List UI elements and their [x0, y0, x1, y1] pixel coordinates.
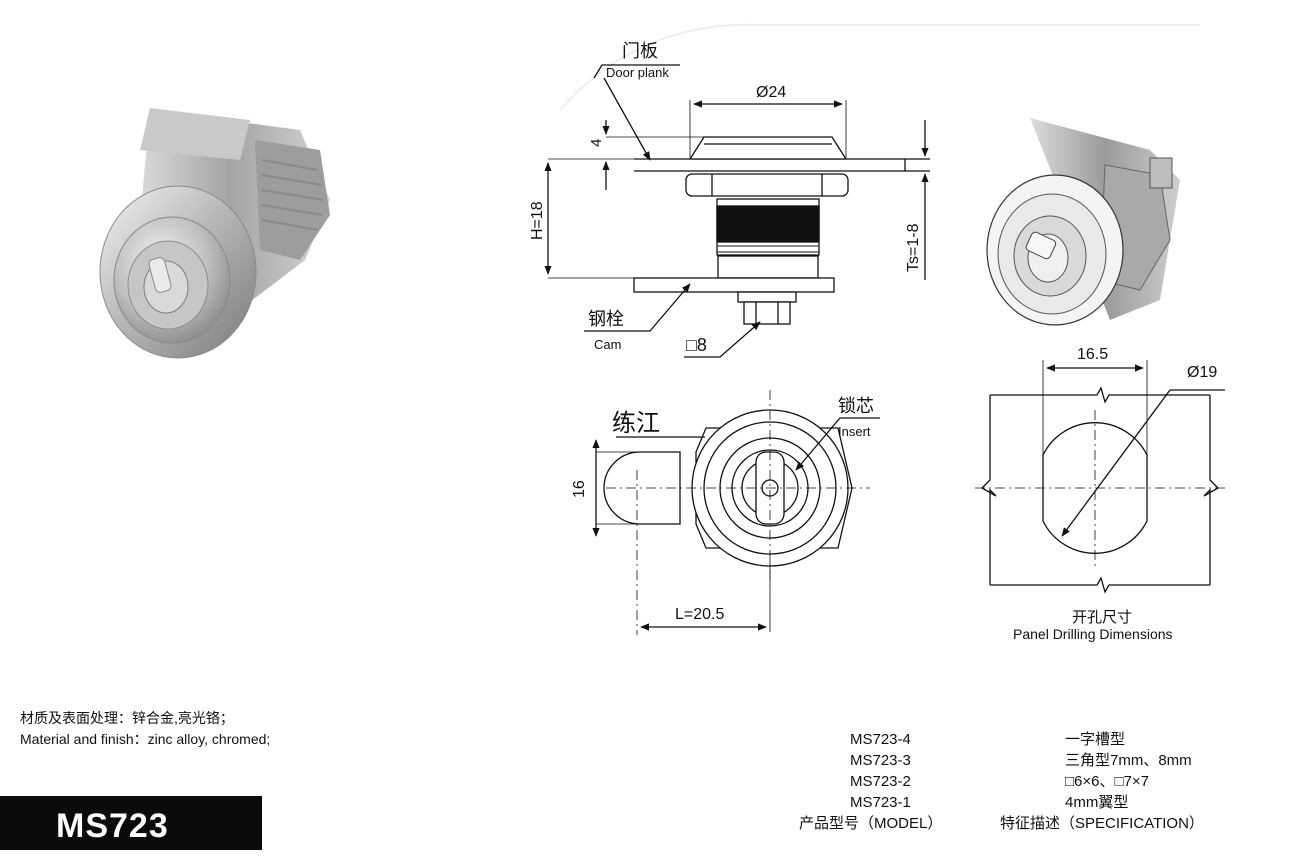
spec-table: MS723-4 一字槽型 MS723-3 三角型7mm、8mm MS723-2 … [790, 729, 1260, 834]
spec-row: MS723-1 4mm翼型 [790, 792, 1260, 813]
spec-header-desc: 特征描述（SPECIFICATION） [1000, 815, 1204, 832]
lock-render-left [99, 108, 330, 359]
diameter-19-label: Ø19 [1187, 364, 1217, 381]
spec-desc-cell: 一字槽型 [1065, 731, 1126, 748]
door-plank-en-label: Door plank [606, 65, 669, 80]
brand-label: 练江 [612, 409, 660, 437]
insert-en-label: Insert [838, 424, 871, 439]
spec-desc-cell: 4mm翼型 [1065, 794, 1129, 811]
spec-row: MS723-2 □6×6、□7×7 [790, 771, 1260, 792]
drilling-en-label: Panel Drilling Dimensions [1013, 626, 1173, 642]
insert-cn-label: 锁芯 [838, 396, 874, 416]
square-8-label: □8 [686, 335, 707, 355]
dim-16-5-label: 16.5 [1077, 346, 1108, 363]
front-view [592, 390, 880, 635]
dim-16-label: 16 [571, 480, 588, 498]
spec-desc-cell: □6×6、□7×7 [1065, 773, 1150, 790]
dim-4-label: 4 [588, 139, 605, 147]
lock-render-right [986, 118, 1180, 326]
material-info: 材质及表面处理：锌合金,亮光铬； Material and finish：zin… [20, 708, 270, 750]
length-label: L=20.5 [675, 606, 724, 623]
spec-row: MS723-4 一字槽型 [790, 729, 1260, 750]
spec-desc-cell: 三角型7mm、8mm [1065, 752, 1192, 769]
door-plank-cn-label: 门板 [622, 41, 658, 61]
model-badge: MS723 [0, 796, 262, 850]
background-arc [559, 23, 1200, 111]
panel-drilling-view [975, 360, 1225, 594]
spec-header-row: 产品型号（MODEL） 特征描述（SPECIFICATION） [790, 813, 1260, 834]
cam-cn-label: 钢栓 [588, 309, 624, 329]
height-label: H=18 [529, 201, 546, 240]
material-en: Material and finish：zinc alloy, chromed; [20, 731, 271, 747]
spec-model-cell: MS723-1 [850, 794, 911, 811]
diameter-24-label: Ø24 [756, 84, 786, 101]
spec-model-cell: MS723-2 [850, 773, 911, 790]
drilling-cn-label: 开孔尺寸 [1072, 609, 1132, 626]
cam-en-label: Cam [594, 337, 621, 352]
spec-model-cell: MS723-4 [850, 731, 911, 748]
material-cn: 材质及表面处理：锌合金,亮光铬； [20, 710, 234, 726]
spec-model-cell: MS723-3 [850, 752, 911, 769]
spec-row: MS723-3 三角型7mm、8mm [790, 750, 1260, 771]
thickness-label: Ts=1-8 [905, 223, 922, 272]
spec-header-model: 产品型号（MODEL） [799, 815, 943, 832]
side-view [544, 64, 930, 358]
